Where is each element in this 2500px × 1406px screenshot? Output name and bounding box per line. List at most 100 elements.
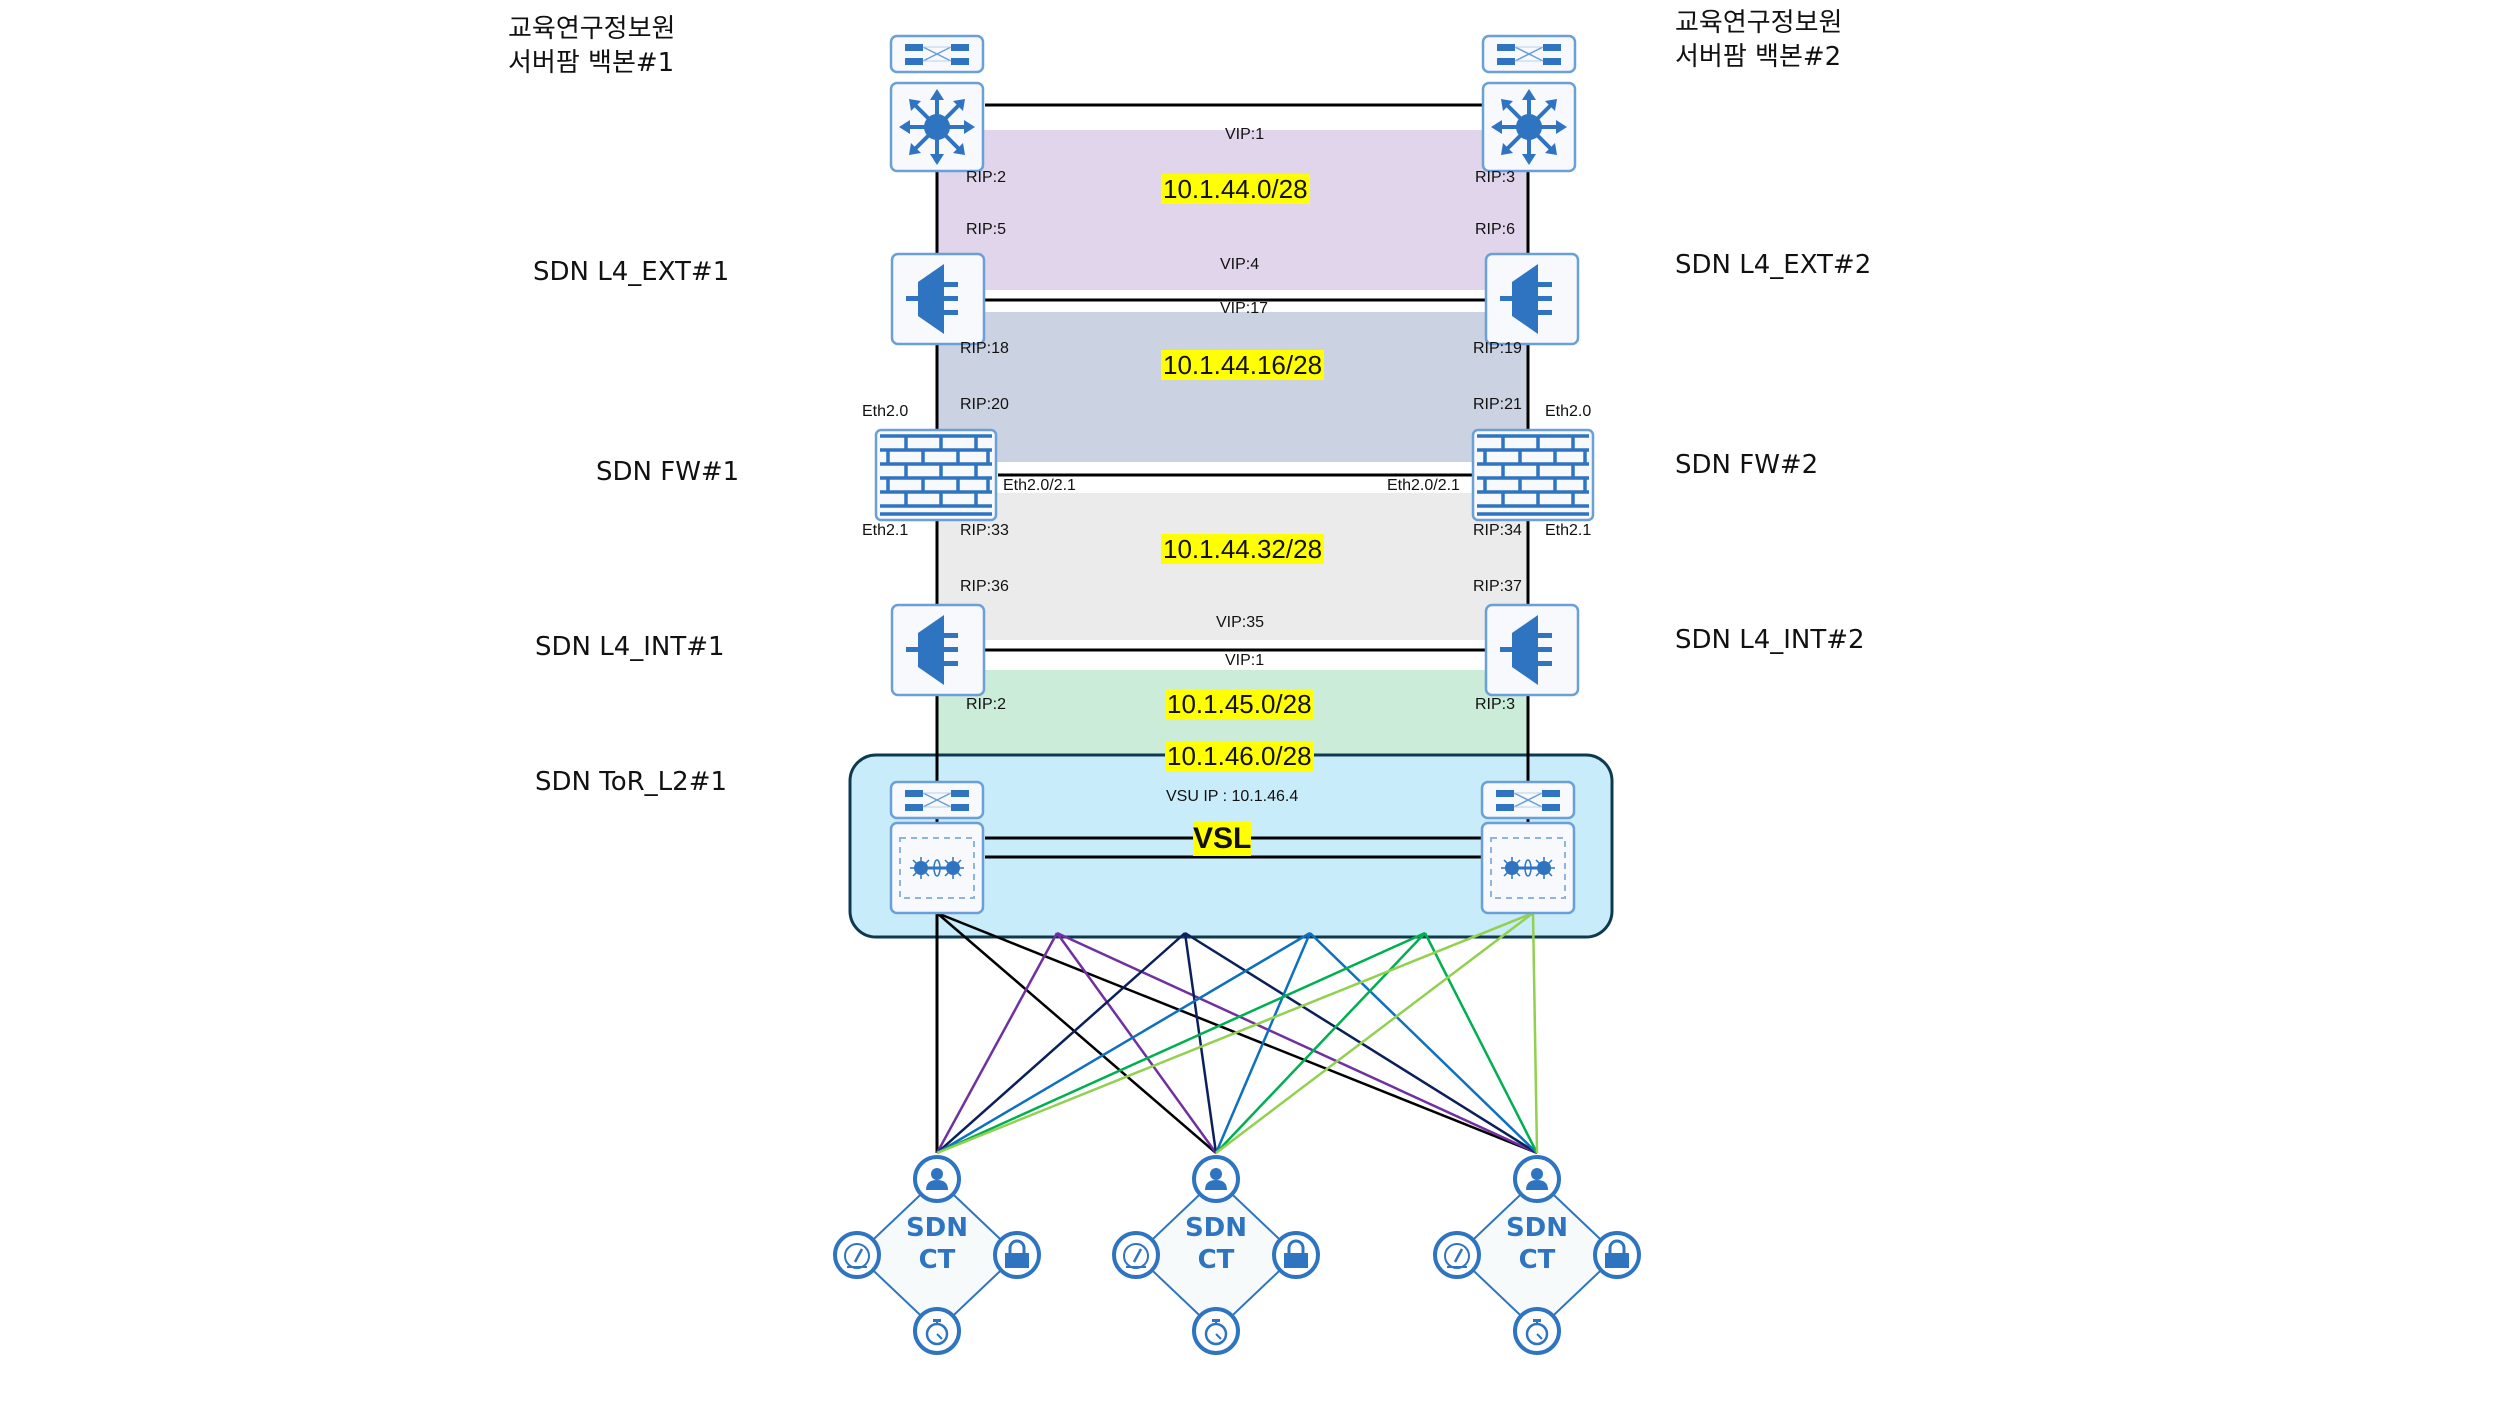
- tor2-vsu-switch-icon[interactable]: [1480, 821, 1576, 915]
- fw1-port-ha: Eth2.0/2.1: [1003, 477, 1076, 494]
- ct-node-1-line2: CT: [918, 1245, 956, 1275]
- ct-node-1-line1: SDN: [905, 1213, 969, 1243]
- user-icon: [1192, 1155, 1240, 1203]
- gauge-icon: [833, 1231, 881, 1279]
- lock-icon: [1272, 1231, 1320, 1279]
- fw1-port-top: Eth2.0: [862, 403, 909, 420]
- rip-label: RIP:2: [966, 696, 1007, 713]
- backbone2-label-line2: 서버팜 백본#2: [1675, 42, 1842, 72]
- ct-node-2-line1: SDN: [1184, 1213, 1248, 1243]
- band-l4ext-subnet: [937, 312, 1527, 462]
- uplink-purple-to-ct-3: [1056, 931, 1538, 1155]
- tor1-vsu-switch-icon[interactable]: [889, 821, 985, 915]
- fw2-label: SDN FW#2: [1675, 450, 1819, 480]
- l4ext1-load-balancer-icon[interactable]: [890, 252, 986, 346]
- ct-node-2-line2: CT: [1197, 1245, 1235, 1275]
- l4ext2-load-balancer-icon[interactable]: [1484, 252, 1580, 346]
- band-fw-subnet: [937, 493, 1527, 640]
- uplink-green-to-ct-1: [936, 931, 1426, 1155]
- tor1-l2-icon: [889, 780, 985, 820]
- subnet-label: 10.1.44.16/28: [1161, 350, 1325, 380]
- rip-label: RIP:36: [960, 578, 1009, 595]
- backbone1-l2-icon: [889, 34, 985, 74]
- fw2-firewall-icon[interactable]: [1471, 428, 1595, 522]
- rip-label: RIP:37: [1473, 578, 1522, 595]
- vsl-label: VSL: [1193, 822, 1252, 856]
- rip-label: RIP:21: [1473, 396, 1522, 413]
- uplink-blue-to-ct-3: [1309, 932, 1538, 1154]
- rip-label: RIP:19: [1473, 340, 1522, 357]
- vip-label: VIP:1: [1225, 652, 1265, 669]
- tor2-l2-icon: [1480, 780, 1576, 820]
- l4int1-label: SDN L4_INT#1: [535, 632, 725, 662]
- uplink-lightgreen-to-ct-1: [936, 911, 1534, 1155]
- l4ext2-label: SDN L4_EXT#2: [1675, 250, 1872, 280]
- backbone2-label: 교육연구정보원 서버팜 백본#2: [1675, 6, 1842, 74]
- vip-label: VIP:35: [1216, 614, 1265, 631]
- rip-label: RIP:33: [960, 522, 1009, 539]
- stopwatch-icon: [1513, 1307, 1561, 1355]
- band-backbone-subnet: [937, 130, 1527, 290]
- rip-label: RIP:2: [966, 169, 1007, 186]
- uplink-navy-to-ct-1: [936, 932, 1186, 1154]
- uplink-green-to-ct-2: [1215, 932, 1426, 1154]
- fw2-port-ha: Eth2.0/2.1: [1387, 477, 1460, 494]
- backbone2-label-line1: 교육연구정보원: [1675, 8, 1843, 38]
- backbone1-label: 교육연구정보원 서버팜 백본#1: [508, 12, 675, 80]
- rip-label: RIP:34: [1473, 522, 1522, 539]
- fw1-port-bottom: Eth2.1: [862, 522, 909, 539]
- fw2-port-bottom: Eth2.1: [1545, 522, 1592, 539]
- rip-label: RIP:6: [1475, 221, 1516, 238]
- rip-label: RIP:3: [1475, 696, 1516, 713]
- vip-label: VIP:17: [1220, 300, 1269, 317]
- ct-node-2[interactable]: SDN CT: [1171, 1212, 1261, 1276]
- fw1-label: SDN FW#1: [596, 457, 740, 487]
- backbone2-l2-icon: [1481, 34, 1577, 74]
- tor-subnet-label: 10.1.46.0/28: [1165, 741, 1314, 771]
- l4int2-load-balancer-icon[interactable]: [1484, 603, 1580, 697]
- rip-label: RIP:3: [1475, 169, 1516, 186]
- stopwatch-icon: [1192, 1307, 1240, 1355]
- uplink-blue-to-ct-1: [936, 931, 1311, 1155]
- vip-label: VIP:4: [1220, 256, 1260, 273]
- user-icon: [913, 1155, 961, 1203]
- ct-diamond-2[interactable]: [1112, 1155, 1320, 1355]
- uplink-navy-to-ct-2: [1183, 932, 1218, 1154]
- l4ext1-label: SDN L4_EXT#1: [533, 257, 730, 287]
- gauge-icon: [1433, 1231, 1481, 1279]
- fw2-port-top: Eth2.0: [1545, 403, 1592, 420]
- uplink-black-to-ct-2: [936, 912, 1217, 1154]
- ct-node-1[interactable]: SDN CT: [892, 1212, 982, 1276]
- subnet-label: 10.1.45.0/28: [1165, 689, 1314, 719]
- tor1-label: SDN ToR_L2#1: [535, 767, 728, 797]
- l4int1-load-balancer-icon[interactable]: [890, 603, 986, 697]
- lock-icon: [993, 1231, 1041, 1279]
- uplink-lightgreen-to-ct-3: [1531, 912, 1539, 1154]
- user-icon: [1513, 1155, 1561, 1203]
- stopwatch-icon: [913, 1307, 961, 1355]
- ct-node-3[interactable]: SDN CT: [1492, 1212, 1582, 1276]
- subnet-label: 10.1.44.32/28: [1161, 534, 1325, 564]
- rip-label: RIP:5: [966, 221, 1007, 238]
- gauge-icon: [1112, 1231, 1160, 1279]
- rip-label: RIP:18: [960, 340, 1009, 357]
- ct-uplinks: [935, 911, 1539, 1155]
- vsu-ip-label: VSU IP : 10.1.46.4: [1166, 788, 1299, 805]
- backbone2-l3-switch-icon[interactable]: [1481, 81, 1577, 173]
- l4int2-label: SDN L4_INT#2: [1675, 625, 1865, 655]
- uplink-purple-to-ct-1: [935, 932, 1059, 1154]
- ct-node-3-line1: SDN: [1505, 1213, 1569, 1243]
- ct-node-3-line2: CT: [1518, 1245, 1556, 1275]
- ct-diamond-1[interactable]: [833, 1155, 1041, 1355]
- subnet-label: 10.1.44.0/28: [1161, 174, 1310, 204]
- fw1-firewall-icon[interactable]: [874, 428, 998, 522]
- backbone1-label-line1: 교육연구정보원: [508, 14, 676, 44]
- rip-label: RIP:20: [960, 396, 1009, 413]
- vip-label: VIP:1: [1225, 126, 1265, 143]
- backbone1-l3-switch-icon[interactable]: [889, 81, 985, 173]
- backbone1-label-line2: 서버팜 백본#1: [508, 48, 675, 78]
- lock-icon: [1593, 1231, 1641, 1279]
- ct-diamond-3[interactable]: [1433, 1155, 1641, 1355]
- uplink-green-to-ct-3: [1423, 932, 1539, 1154]
